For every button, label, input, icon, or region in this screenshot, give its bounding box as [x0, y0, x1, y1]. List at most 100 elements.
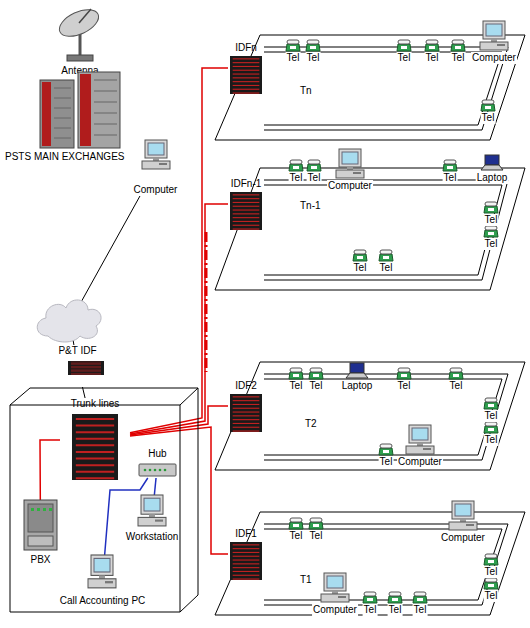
panel-graphic [230, 192, 262, 230]
phone-icon [379, 444, 393, 455]
antenna-icon [55, 4, 102, 61]
hub-icon [139, 464, 176, 476]
node-label: Computer [134, 184, 178, 196]
phone-device [425, 40, 439, 51]
phone-device [481, 100, 495, 111]
panel-graphic [68, 361, 104, 375]
device-label: Tel [306, 52, 321, 64]
phone-icon [484, 422, 498, 433]
cable-line [130, 204, 228, 434]
phone-icon [443, 160, 457, 171]
computer-icon [138, 495, 166, 526]
idf-panel: IDF1 [228, 528, 264, 580]
node-label: IDFn [235, 42, 257, 54]
node-label: Call Accounting PC [60, 595, 146, 607]
server-graphic [40, 72, 120, 148]
computer-icon [449, 501, 477, 530]
computer-icon [336, 149, 364, 178]
device-label: Tel [413, 604, 428, 616]
panel-icon [230, 56, 262, 94]
device-label: Tel [481, 112, 496, 124]
device-label: Tel [379, 456, 394, 468]
device-label: Tel [286, 52, 301, 64]
trunk-panel: Trunk lines [60, 398, 130, 482]
cloud [37, 300, 101, 342]
phone-icon [484, 398, 498, 409]
device-label: Laptop [476, 172, 509, 184]
laptop-icon [346, 363, 368, 378]
phone-icon [307, 160, 321, 171]
device-label: Tel [484, 410, 499, 422]
device-label: Tel [484, 566, 499, 578]
computer-device [336, 149, 364, 178]
phone-icon [309, 518, 323, 529]
node-label: Tn-1 [300, 200, 321, 212]
panel-icon [72, 414, 118, 480]
device-label: Tel [289, 172, 304, 184]
phone-device [484, 578, 498, 589]
device-label: Tel [484, 238, 499, 250]
computer-graphic [138, 495, 166, 527]
phone-device [449, 368, 463, 379]
pt-idf-panel: P&T IDF [40, 345, 115, 387]
phone-device [484, 226, 498, 237]
device-label: Tel [353, 262, 368, 274]
workstation-node: Workstation [124, 495, 181, 543]
panel-icon [230, 192, 262, 230]
phone-icon [451, 40, 465, 51]
phone-icon [353, 250, 367, 261]
device-label: Tel [363, 604, 378, 616]
phone-icon [289, 518, 303, 529]
phone-icon [286, 40, 300, 51]
phone-device [379, 250, 393, 261]
phone-device [307, 160, 321, 171]
server-icon [40, 72, 120, 148]
phone-device [289, 518, 303, 529]
computer-icon [88, 555, 116, 588]
floor-edge [215, 168, 525, 290]
computer-node: Computer [128, 140, 183, 196]
floor-wiring [264, 529, 502, 600]
device-label: Tel [397, 52, 412, 64]
panel-graphic [230, 542, 262, 580]
node-label: IDF2 [235, 380, 257, 392]
device-label: Tel [484, 214, 499, 226]
hub-graphic [139, 464, 176, 476]
panel-icon [68, 361, 104, 375]
device-label: Computer [312, 604, 358, 616]
phone-icon [449, 368, 463, 379]
floor-wiring [264, 374, 508, 460]
floor-edge [215, 362, 525, 470]
computer-icon [406, 425, 434, 454]
phone-icon [289, 368, 303, 379]
floor-wiring [264, 379, 502, 455]
phone-icon [397, 368, 411, 379]
phone-icon [413, 592, 427, 603]
phone-icon [388, 592, 402, 603]
phone-device [397, 40, 411, 51]
device-label: Tel [289, 530, 304, 542]
node-label: T2 [305, 418, 317, 430]
idf-panel: IDFn [228, 42, 264, 94]
laptop-device [346, 363, 368, 378]
device-label: Tel [451, 52, 466, 64]
call-accounting-node: Call Accounting PC [50, 555, 155, 607]
device-label: Tel [289, 380, 304, 392]
idf-panel: IDFn-1 [228, 178, 264, 230]
floor-wiring [264, 180, 508, 280]
pbx-node: PBX [18, 500, 63, 566]
node-label: Hub [148, 448, 166, 460]
device-label: Tel [309, 380, 324, 392]
computer-graphic [88, 555, 116, 589]
phone-device [286, 40, 300, 51]
phone-device [443, 160, 457, 171]
device-label: Laptop [341, 380, 374, 392]
phone-icon [309, 368, 323, 379]
phone-icon [379, 250, 393, 261]
computer-device [480, 21, 508, 50]
pbx-graphic [24, 500, 57, 550]
device-label: Computer [397, 456, 443, 468]
laptop-device [481, 155, 503, 170]
phone-device [309, 368, 323, 379]
panel-graphic [230, 56, 262, 94]
